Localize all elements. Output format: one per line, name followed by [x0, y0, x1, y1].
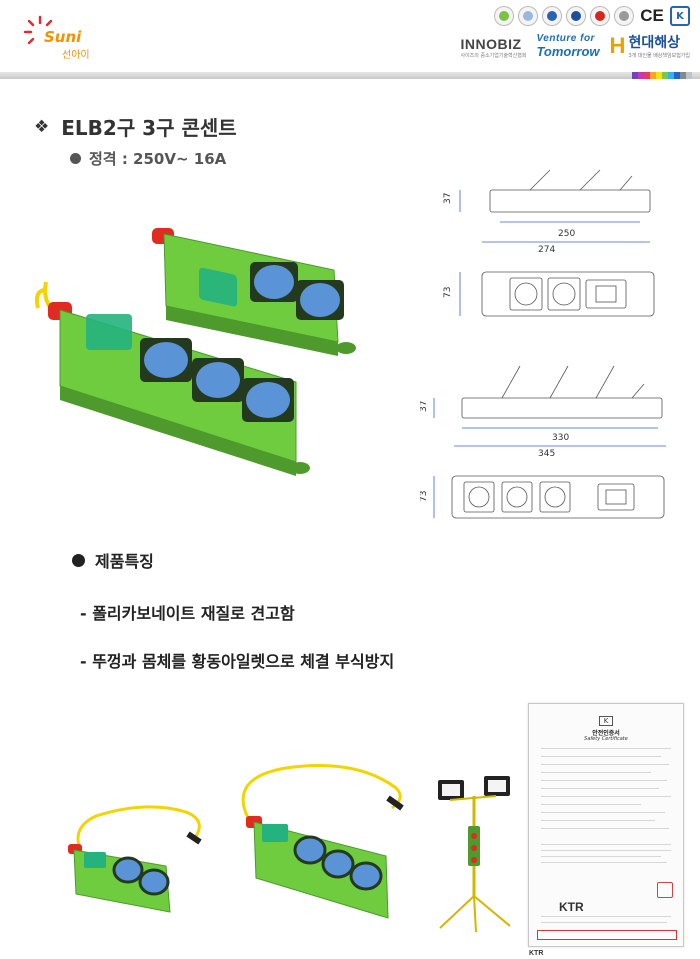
- features-heading: 제품특징: [72, 548, 154, 572]
- certificate-text-line: [541, 764, 669, 765]
- certification-mark-icon: [590, 6, 610, 26]
- certificate-text-line: [541, 828, 669, 829]
- bullet-icon: [70, 153, 81, 164]
- venture-bottom-label: Tomorrow: [536, 44, 600, 59]
- innobiz-label: INNOBIZ: [460, 36, 522, 52]
- certificate-text-line: [541, 780, 667, 781]
- dim-d3-height: 37: [420, 401, 429, 412]
- dim-d3-inner: 330: [552, 433, 569, 443]
- certificate-subtitle: Safety Certificate: [584, 736, 628, 742]
- hyundai-insurance-badge: H 현대해상 3개 대인물 배상책임보험가입: [610, 32, 690, 59]
- bullet-icon: [72, 553, 85, 567]
- certificate-text-line: [541, 748, 671, 749]
- hyundai-sub-label: 3개 대인물 배상책임보험가입: [628, 53, 690, 59]
- certification-mark-icon: [542, 6, 562, 26]
- dim-d1-inner: 250: [558, 229, 575, 239]
- dim-d3-outer: 345: [538, 449, 555, 459]
- title-bullet-icon: ❖: [34, 116, 50, 137]
- product-image: [34, 228, 356, 476]
- brand-name-korean: 선아이: [62, 50, 90, 61]
- certification-mark-icon: [614, 6, 634, 26]
- innobiz-sub-label: 사이즈의 중소기업기술혁신협회: [460, 53, 527, 59]
- brand-name: Suni: [44, 28, 82, 46]
- certificate-text-line: [541, 812, 665, 813]
- two-socket-strip: [34, 228, 356, 356]
- certificate-text-line: [541, 772, 651, 773]
- drawing-2socket-top: [459, 271, 655, 317]
- drawing-3socket-top: [433, 475, 665, 519]
- dim-d1-outer: 274: [538, 245, 555, 255]
- ktr-logo: KTR: [559, 900, 584, 914]
- certificate-text-line: [541, 796, 671, 797]
- dim-d4-height: 73: [420, 491, 429, 502]
- feature-item: - 뚜껑과 몸체를 황동아일렛으로 체결 부식방지: [80, 652, 395, 671]
- certificate-text-line: [541, 916, 671, 917]
- certificate-text-line: [541, 820, 655, 821]
- certificate-text-line: [541, 844, 671, 845]
- certificate-footer-box: [537, 930, 677, 940]
- certificate-text-line: [541, 850, 671, 851]
- product-spec: 정격 : 250V~ 16A: [70, 148, 226, 169]
- three-socket-strip: [43, 281, 310, 476]
- ktr-footer-logo: KTR: [529, 950, 544, 957]
- drawing-2socket-side: [459, 169, 651, 243]
- company-logo: Suni 선아이: [22, 14, 102, 61]
- certificate-text-line: [541, 804, 641, 805]
- drawing-3socket-side: [433, 365, 666, 447]
- header-divider: [0, 72, 700, 79]
- company-badges: INNOBIZ 사이즈의 중소기업기술혁신협회 Venture for Tomo…: [460, 32, 690, 59]
- certificate-text-line: [541, 862, 667, 863]
- product-title: ❖ ELB2구 3구 콘센트: [34, 112, 237, 141]
- venture-badge: Venture for Tomorrow: [536, 33, 599, 59]
- hyundai-h-icon: H: [609, 32, 626, 58]
- feature-item: - 폴리카보네이트 재질로 견고함: [80, 604, 295, 623]
- kc-logo-icon: K: [599, 716, 613, 726]
- dim-d2-height: 73: [443, 287, 453, 298]
- certification-mark-icon: [518, 6, 538, 26]
- product-spec-text: 정격 : 250V~ 16A: [89, 150, 227, 168]
- innobiz-badge: INNOBIZ 사이즈의 중소기업기술혁신협회: [460, 36, 526, 59]
- ce-mark-icon: CE: [640, 6, 664, 25]
- seal-stamp-icon: [657, 882, 673, 898]
- technical-drawings: 37 250 274 73 37 330 345 7: [420, 169, 666, 519]
- certificate-text-line: [541, 922, 667, 923]
- two-socket-cord-photo: [68, 805, 202, 913]
- certification-icons: CE K: [494, 6, 690, 26]
- certificate-text-line: [541, 856, 661, 857]
- venture-top-label: Venture for: [536, 33, 595, 44]
- certification-mark-icon: [566, 6, 586, 26]
- three-socket-cord-photo: [241, 764, 404, 919]
- color-strip: [632, 72, 692, 79]
- product-title-text: ELB2구 3구 콘센트: [61, 116, 237, 140]
- kc-mark-icon: K: [670, 6, 690, 26]
- dim-d1-height: 37: [443, 193, 453, 204]
- certification-mark-icon: [494, 6, 514, 26]
- tripod-lamp-photo: [438, 776, 511, 933]
- features-heading-text: 제품특징: [95, 552, 154, 571]
- hyundai-name: 현대해상: [628, 35, 680, 51]
- certificate-text-line: [541, 788, 659, 789]
- sun-logo-icon: [23, 15, 53, 45]
- certificate-text-line: [541, 756, 661, 757]
- certificate-title: 안전인증서: [592, 730, 620, 737]
- safety-certificate: K 안전인증서 Safety Certificate KTR KTR: [528, 703, 684, 957]
